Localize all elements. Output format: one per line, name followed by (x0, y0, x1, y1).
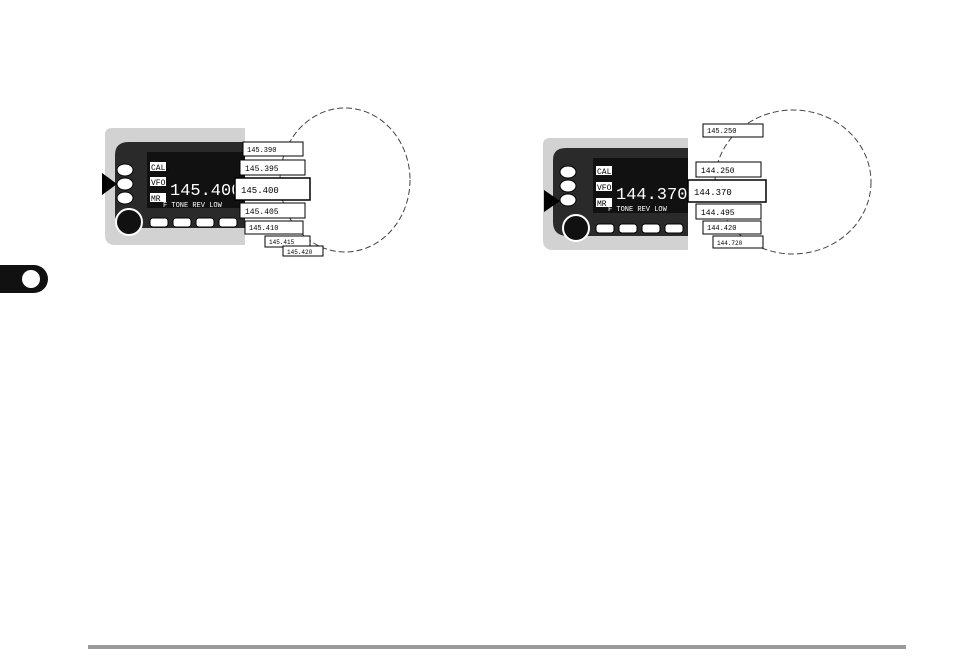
vfo-label-box (150, 177, 166, 186)
call-button[interactable] (116, 163, 134, 177)
tuning-knob-icon[interactable] (562, 214, 590, 242)
frequency-card-current (234, 177, 311, 201)
frequency-card-current (687, 179, 767, 203)
bottom-key[interactable] (595, 223, 615, 234)
bottom-key[interactable] (664, 223, 684, 234)
chapter-tab-dot (22, 270, 40, 288)
stack-frequency: 145.395 (245, 165, 279, 174)
frequency-card (702, 123, 764, 138)
mr-label-box (596, 198, 612, 207)
mr-label: MR (597, 200, 607, 209)
mr-label: MR (151, 195, 161, 204)
frequency-card (282, 245, 324, 257)
call-label-box (596, 166, 612, 175)
frequency-card (695, 161, 762, 178)
vfo-button[interactable] (559, 179, 577, 193)
softkey-labels: F TONE REV LOW (163, 202, 223, 210)
call-button[interactable] (559, 165, 577, 179)
bottom-key[interactable] (195, 217, 215, 228)
selector-arrow-icon (544, 190, 560, 212)
stack-frequency: 144.495 (701, 209, 735, 218)
footer-rule (88, 645, 906, 649)
stack-frequency: 145.410 (249, 225, 278, 233)
vfo-button[interactable] (116, 177, 134, 191)
frequency-card (244, 220, 304, 235)
main-frequency: 144.370 (616, 186, 687, 205)
frequency-card (695, 203, 762, 220)
bottom-key[interactable] (172, 217, 192, 228)
vfo-label: VFO (597, 184, 612, 193)
frequency-card (239, 159, 306, 176)
vfo-label: VFO (151, 179, 166, 188)
stack-frequency: 144.720 (717, 240, 743, 247)
frequency-card (712, 235, 764, 249)
softkey-labels: F TONE REV LOW (608, 206, 668, 214)
mr-label-box (150, 193, 166, 202)
vfo-label-box (596, 182, 612, 191)
bottom-key[interactable] (149, 217, 169, 228)
chapter-tab-marker (0, 265, 48, 293)
figure-right: CALL VFO MR 144.370 F TONE REV LOW 145.2… (543, 109, 872, 255)
mr-button[interactable] (116, 191, 134, 205)
frequency-card (239, 202, 306, 219)
call-label: CALL (151, 164, 170, 173)
stack-frequency: 145.415 (269, 239, 295, 246)
channel-loop (279, 107, 411, 253)
stack-frequency: 144.370 (694, 188, 732, 198)
bottom-key[interactable] (641, 223, 661, 234)
frequency-card (702, 220, 762, 235)
stack-frequency: 145.400 (241, 186, 279, 196)
stack-frequency: 144.420 (707, 225, 736, 233)
call-label-box (150, 162, 166, 171)
stack-frequency: 144.250 (701, 167, 735, 176)
stack-frequency: 145.405 (245, 208, 279, 217)
mr-button[interactable] (559, 193, 577, 207)
bottom-key[interactable] (618, 223, 638, 234)
stack-frequency: 145.250 (707, 128, 736, 136)
call-label: CALL (597, 168, 616, 177)
selector-arrow-icon (102, 173, 117, 195)
stack-frequency: 145.420 (287, 249, 313, 256)
main-frequency: 145.400 (170, 182, 241, 201)
figure-left: CALL VFO MR 145.400 F TONE REV LOW 145.3… (102, 107, 411, 257)
frequency-card (242, 141, 304, 157)
bottom-key[interactable] (218, 217, 238, 228)
stack-frequency: 145.390 (247, 147, 276, 155)
tuning-knob-icon[interactable] (115, 208, 143, 236)
